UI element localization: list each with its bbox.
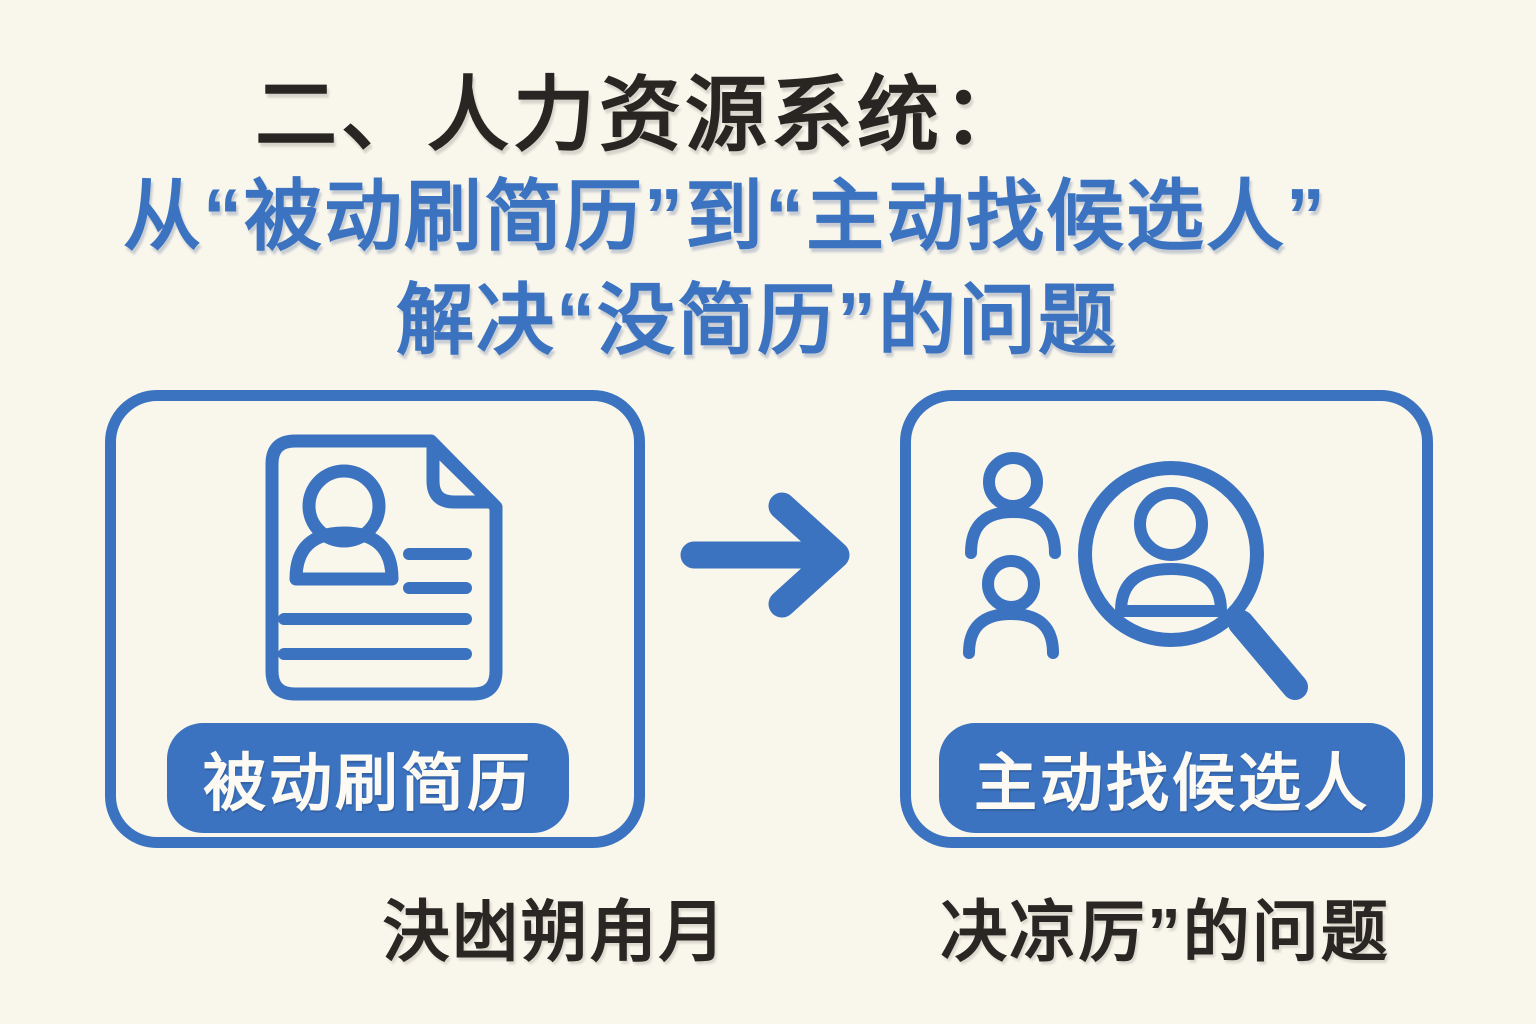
candidate-search-icon: [963, 452, 1308, 700]
right-caption: 决凉厉”的问题: [940, 895, 1390, 970]
left-caption: 決凼朔甪月: [382, 895, 728, 970]
passive-resume-card: 被动刷简历: [105, 390, 645, 848]
right-arrow-icon: [680, 492, 850, 618]
subtitle-line-1: 从“被动刷简历”到“主动找候选人”: [122, 172, 1327, 260]
active-search-label: 主动找候选人: [939, 723, 1405, 833]
page-title: 二、人力资源系统：: [254, 70, 1029, 161]
active-search-card: 主动找候选人: [900, 390, 1433, 848]
subtitle-line-2: 解决“没简历”的问题: [395, 276, 1118, 364]
passive-resume-label: 被动刷简历: [167, 723, 569, 833]
resume-document-icon: [265, 434, 503, 701]
